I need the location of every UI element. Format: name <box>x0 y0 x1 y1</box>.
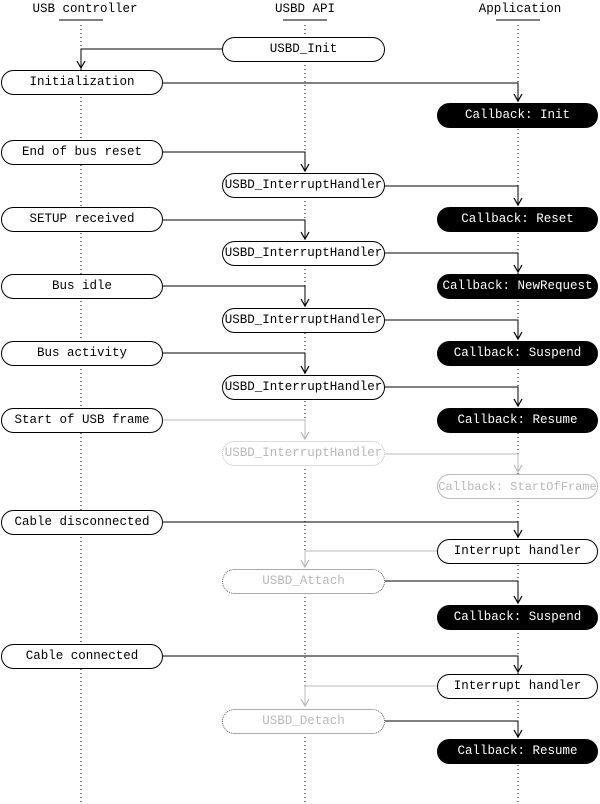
connector-bus-activity-to-handler <box>163 352 310 375</box>
connector-handler-to-callback-newrequest <box>385 252 523 274</box>
node-usbd-interrupt-handler-5-dim: USBD_InterruptHandler <box>222 441 385 466</box>
node-bus-activity: Bus activity <box>1 341 163 366</box>
node-interrupt-handler-1: Interrupt handler <box>437 539 598 564</box>
connector-bus-idle-to-handler <box>163 285 310 308</box>
connector-cable-connected-to-interrupt-handler <box>163 655 523 674</box>
node-cable-disconnected: Cable disconnected <box>1 510 163 535</box>
node-usbd-interrupt-handler-4: USBD_InterruptHandler <box>222 375 385 400</box>
node-bus-idle: Bus idle <box>1 274 163 299</box>
connector-cable-disconnected-to-interrupt-handler <box>163 521 523 539</box>
connector-handler-to-callback-startofframe-gray <box>385 453 523 474</box>
node-usbd-attach: USBD_Attach <box>222 569 385 594</box>
node-initialization: Initialization <box>1 70 163 95</box>
node-cable-connected: Cable connected <box>1 644 163 669</box>
connector-end-of-bus-reset-to-handler <box>163 151 310 173</box>
node-callback-startofframe-dim: Callback: StartOfFrame <box>437 474 598 499</box>
node-usbd-init: USBD_Init <box>222 37 385 62</box>
node-usbd-interrupt-handler-1: USBD_InterruptHandler <box>222 173 385 198</box>
node-callback-resume-1: Callback: Resume <box>437 408 598 433</box>
connector-usbd-detach-to-callback-resume <box>385 720 523 739</box>
connector-handler-to-callback-reset <box>385 185 523 207</box>
connector-interrupt-handler-to-usbd-detach-gray <box>300 685 437 708</box>
node-usbd-detach: USBD_Detach <box>222 709 385 734</box>
connector-handler-to-callback-suspend <box>385 319 523 341</box>
column-header-usbd-api: USBD API <box>274 2 336 16</box>
node-setup-received: SETUP received <box>1 207 163 232</box>
node-interrupt-handler-2: Interrupt handler <box>437 674 598 699</box>
connector-interrupt-handler-to-usbd-attach-gray <box>300 550 437 569</box>
node-callback-suspend-1: Callback: Suspend <box>437 341 598 366</box>
node-start-of-usb-frame: Start of USB frame <box>1 408 163 433</box>
connector-setup-received-to-handler <box>163 219 310 241</box>
node-callback-resume-2: Callback: Resume <box>437 739 598 764</box>
node-callback-newrequest: Callback: NewRequest <box>437 274 598 299</box>
node-usbd-interrupt-handler-2: USBD_InterruptHandler <box>222 241 385 266</box>
node-end-of-bus-reset: End of bus reset <box>1 140 163 165</box>
node-callback-suspend-2: Callback: Suspend <box>437 605 598 630</box>
connector-usbd-init-to-initialization <box>76 48 222 70</box>
column-header-usb-controller: USB controller <box>32 2 138 16</box>
connector-handler-to-callback-resume <box>385 386 523 408</box>
column-header-application: Application <box>478 2 562 16</box>
connector-initialization-to-callback-init <box>163 82 523 103</box>
node-callback-reset: Callback: Reset <box>437 207 598 232</box>
node-callback-init: Callback: Init <box>437 103 598 128</box>
node-usbd-interrupt-handler-3: USBD_InterruptHandler <box>222 308 385 333</box>
connector-usbd-attach-to-callback-suspend <box>385 580 523 605</box>
connector-start-of-frame-to-handler-gray <box>163 419 310 441</box>
